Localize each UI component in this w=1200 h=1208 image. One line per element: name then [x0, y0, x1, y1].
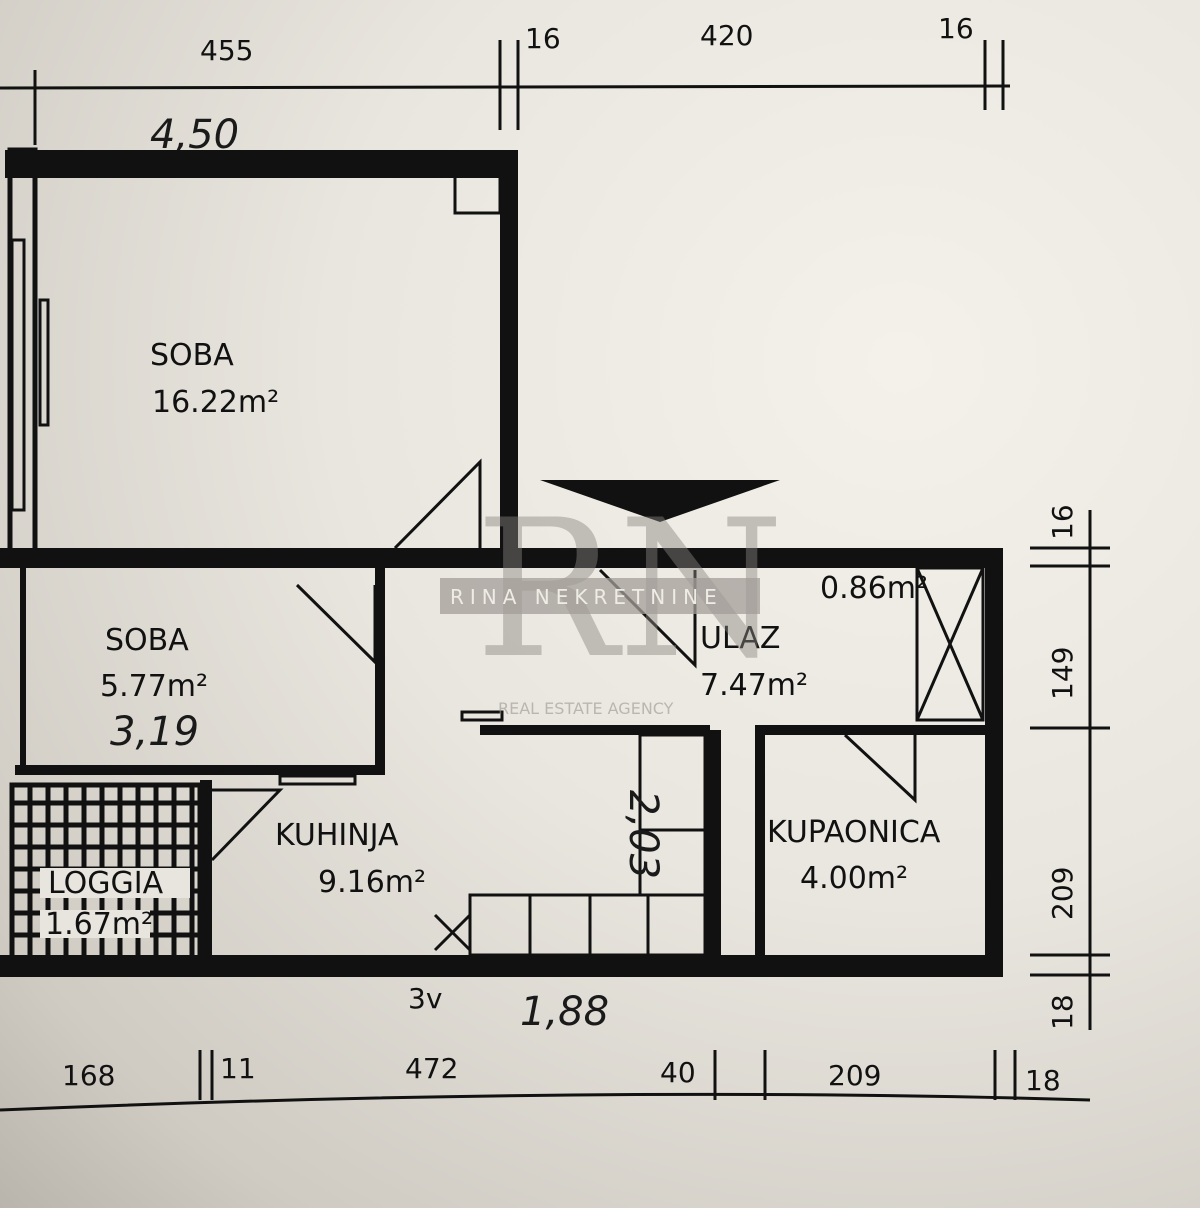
dim-top-2: 16	[525, 22, 561, 55]
dim-bottom-5: 209	[828, 1059, 881, 1092]
handwritten-note: 3v	[408, 982, 442, 1015]
bottom-dimension-line	[0, 1050, 1091, 1112]
loggia-area-bg	[40, 910, 150, 938]
dim-bottom-2: 11	[220, 1052, 256, 1085]
room-kupaonica-area: 4.00m²	[800, 861, 908, 896]
room-soba-large-name: SOBA	[150, 338, 234, 373]
room-ulaz-name: ULAZ	[700, 621, 780, 656]
closet-area: 0.86m²	[820, 571, 928, 606]
door-swings	[10, 166, 985, 957]
dim-top-4: 16	[938, 12, 974, 45]
loggia-area: 1.67m²	[45, 907, 153, 942]
watermark-logo: RN RINA NEKRETNINE REAL ESTATE AGENCY	[440, 479, 784, 718]
watermark-tagline: REAL ESTATE AGENCY	[498, 699, 674, 718]
right-dimension-line	[1030, 510, 1110, 1030]
handwritten-small-room: 3,19	[110, 709, 199, 755]
dim-right-3: 209	[1046, 867, 1079, 920]
room-soba-small-name: SOBA	[105, 623, 189, 658]
watermark-name: RINA NEKRETNINE	[450, 585, 723, 609]
room-soba-large-area: 16.22m²	[152, 385, 279, 420]
dim-bottom-4: 40	[660, 1056, 696, 1089]
loggia-label-bg	[40, 868, 190, 898]
handwritten-bottom-width: 1,88	[520, 989, 609, 1035]
top-dimension-line	[0, 40, 1011, 145]
dim-top-1: 455	[200, 34, 253, 67]
loggia-name: LOGGIA	[48, 866, 164, 901]
room-kuhinja-area: 9.16m²	[318, 865, 426, 900]
dim-bottom-3: 472	[405, 1052, 458, 1085]
dim-bottom-1: 168	[62, 1059, 115, 1092]
dim-bottom-6: 18	[1025, 1064, 1061, 1097]
handwritten-kitchen-depth: 2,03	[620, 790, 666, 879]
walls	[0, 147, 1003, 977]
dim-right-4: 18	[1046, 994, 1079, 1030]
room-kuhinja-name: KUHINJA	[275, 818, 399, 853]
dim-top-3: 420	[700, 19, 753, 52]
room-soba-small-area: 5.77m²	[100, 669, 208, 704]
room-ulaz-area: 7.47m²	[700, 668, 808, 703]
room-kupaonica-name: KUPAONICA	[767, 815, 941, 850]
entrance-arrow-icon	[540, 480, 780, 522]
dim-right-2: 149	[1046, 647, 1079, 700]
dim-right-1: 16	[1046, 504, 1079, 540]
